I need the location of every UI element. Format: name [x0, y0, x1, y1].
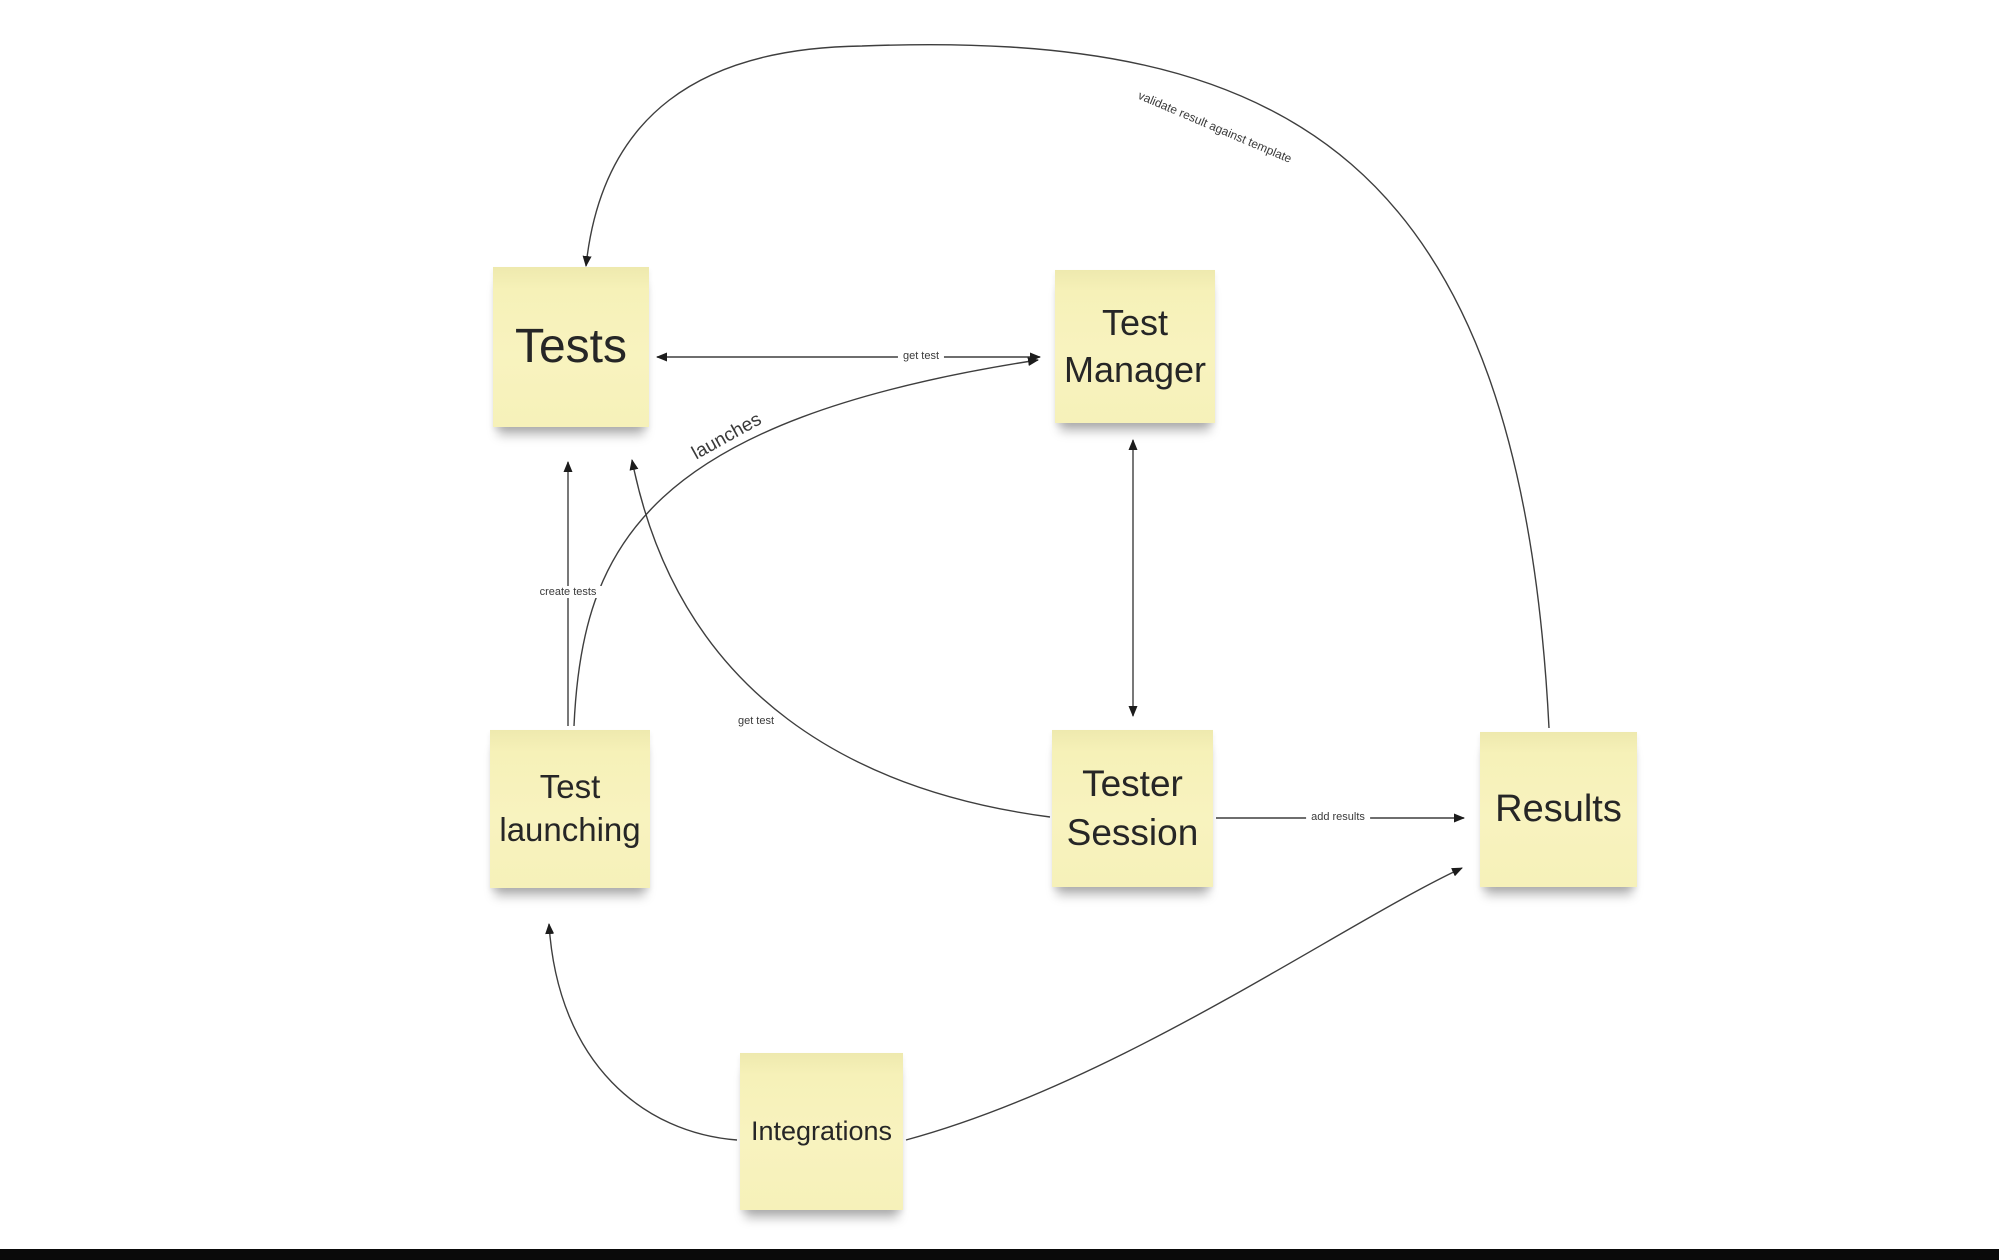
sticky-note-tester-session-label: Tester Session: [1066, 763, 1199, 853]
connector-launches[interactable]: [573, 357, 1039, 727]
connector-integrations-launching[interactable]: [545, 923, 738, 1141]
connector-integrations-results[interactable]: [905, 867, 1463, 1141]
edge-label-get-test-manager[interactable]: get test: [897, 350, 945, 362]
sticky-note-results-label: Results: [1495, 787, 1622, 830]
sticky-note-test-manager[interactable]: Test Manager: [1055, 270, 1215, 423]
bottom-bar: [0, 1249, 1999, 1260]
edge-label-add-results[interactable]: add results: [1306, 811, 1370, 823]
sticky-note-integrations[interactable]: Integrations: [740, 1053, 903, 1210]
sticky-note-tests[interactable]: Tests: [493, 267, 649, 427]
sticky-note-test-launching[interactable]: Test launching: [490, 730, 650, 888]
connector-get-test-session[interactable]: [629, 459, 1051, 818]
sticky-note-test-launching-label: Test launching: [499, 768, 641, 848]
sticky-note-test-manager-label: Test Manager: [1063, 301, 1207, 390]
sticky-note-integrations-label: Integrations: [750, 1115, 893, 1146]
sticky-note-tester-session[interactable]: Tester Session: [1052, 730, 1213, 887]
sticky-note-results[interactable]: Results: [1480, 732, 1637, 887]
edge-label-create-tests[interactable]: create tests: [534, 586, 602, 598]
sticky-note-tests-label: Tests: [514, 319, 628, 373]
connector-validate-result[interactable]: [582, 43, 1550, 729]
edge-label-get-test-session[interactable]: get test: [732, 715, 780, 727]
